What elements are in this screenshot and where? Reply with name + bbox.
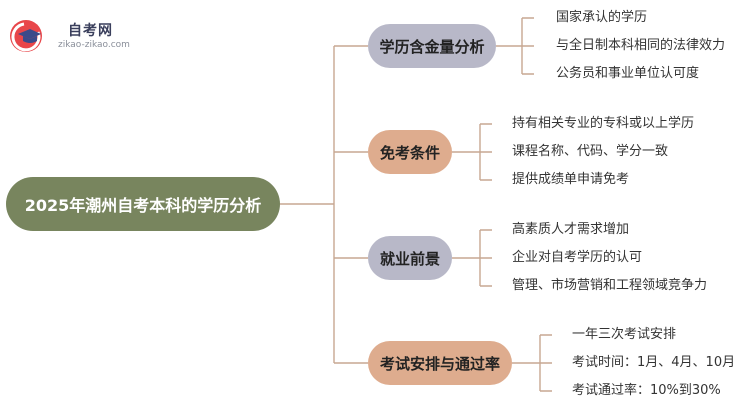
- leaf-item: 高素质人才需求增加: [512, 222, 630, 237]
- leaf-item: 课程名称、代码、学分一致: [512, 144, 669, 159]
- leaf-item: 公务员和事业单位认可度: [556, 66, 700, 81]
- leaf-item: 企业对自考学历的认可: [512, 250, 643, 265]
- leaf-item: 管理、市场营销和工程领域竞争力: [512, 278, 708, 293]
- leaf-bracket-0: [496, 17, 534, 75]
- leaf-item: 提供成绩单申请免考: [512, 172, 630, 187]
- leaf-item: 国家承认的学历: [556, 10, 648, 25]
- leaf-item: 考试通过率：10%到30%: [572, 383, 721, 398]
- logo-url: zikao-zikao.com: [58, 40, 130, 50]
- branch-node-employment: 就业前景: [368, 236, 452, 280]
- leaf-item: 与全日制本科相同的法律效力: [556, 38, 726, 53]
- branch-node-exam-schedule: 考试安排与通过率: [368, 341, 512, 385]
- branch-node-degree-value: 学历含金量分析: [368, 24, 496, 68]
- leaf-bracket-3: [512, 334, 552, 392]
- logo-name: 自考网: [68, 23, 113, 39]
- branch-node-exemption: 免考条件: [368, 130, 452, 174]
- leaf-item: 考试时间：1月、4月、10月: [572, 355, 736, 370]
- site-logo[interactable]: 自考网 zikao-zikao.com: [8, 14, 158, 54]
- graduation-cap-icon: [10, 20, 42, 52]
- leaf-item: 持有相关专业的专科或以上学历: [512, 116, 695, 131]
- leaf-item: 一年三次考试安排: [572, 327, 677, 342]
- leaf-bracket-2: [452, 229, 492, 287]
- root-node: 2025年潮州自考本科的学历分析: [6, 177, 280, 231]
- leaf-bracket-1: [452, 123, 492, 181]
